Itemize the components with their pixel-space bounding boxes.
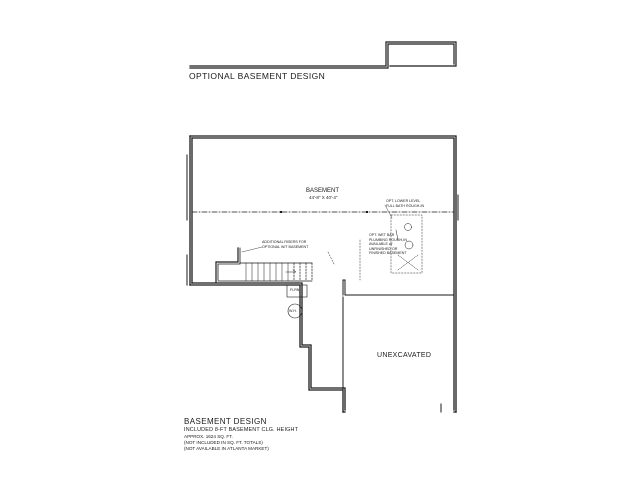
- plan-sqft-note: (NOT INCLUDED IN SQ. FT. TOTALS): [184, 440, 263, 445]
- bath-note: OPT. LOWER LEVEL FULL BATH ROUGH-IN: [386, 199, 425, 208]
- plan-title: BASEMENT DESIGN: [184, 417, 267, 426]
- beam-posts: [280, 211, 368, 213]
- optional-design-wall: [189, 41, 457, 69]
- water-heater: [287, 303, 303, 319]
- stairs: [215, 247, 313, 283]
- wet-bar-area: [327, 239, 361, 281]
- unexcavated-label: UNEXCAVATED: [377, 352, 432, 359]
- wet-bar-note: OPT. WET BAR PLUMBING ROUGH-IN AVAILABLE…: [369, 233, 407, 256]
- plan-market-note: (NOT AVAILABLE IN ATLANTA MARKET): [184, 446, 269, 451]
- right-wall-marks: [440, 194, 459, 413]
- furnace: [286, 284, 308, 298]
- plan-area-note: APPROX. 1624 SQ. FT.: [184, 434, 233, 439]
- risers-note: ADDITIONAL RISERS FOR OPTIONAL W/T BASEM…: [262, 240, 309, 249]
- water-heater-label: W.H.: [289, 309, 297, 313]
- risers-leader: [241, 246, 263, 253]
- optional-design-title: OPTIONAL BASEMENT DESIGN: [189, 71, 326, 81]
- bath-rough-in: [384, 204, 423, 274]
- room-name: BASEMENT: [306, 188, 340, 194]
- unexcavated-partition: [342, 279, 455, 411]
- basement-outer-wall: [189, 135, 457, 413]
- furnace-label: FLRN.: [290, 288, 301, 292]
- room-dimensions: 44'-8" X 40'-4": [309, 195, 338, 200]
- plan-subtitle: INCLUDED 8-FT BASEMENT CLG. HEIGHT: [184, 427, 299, 433]
